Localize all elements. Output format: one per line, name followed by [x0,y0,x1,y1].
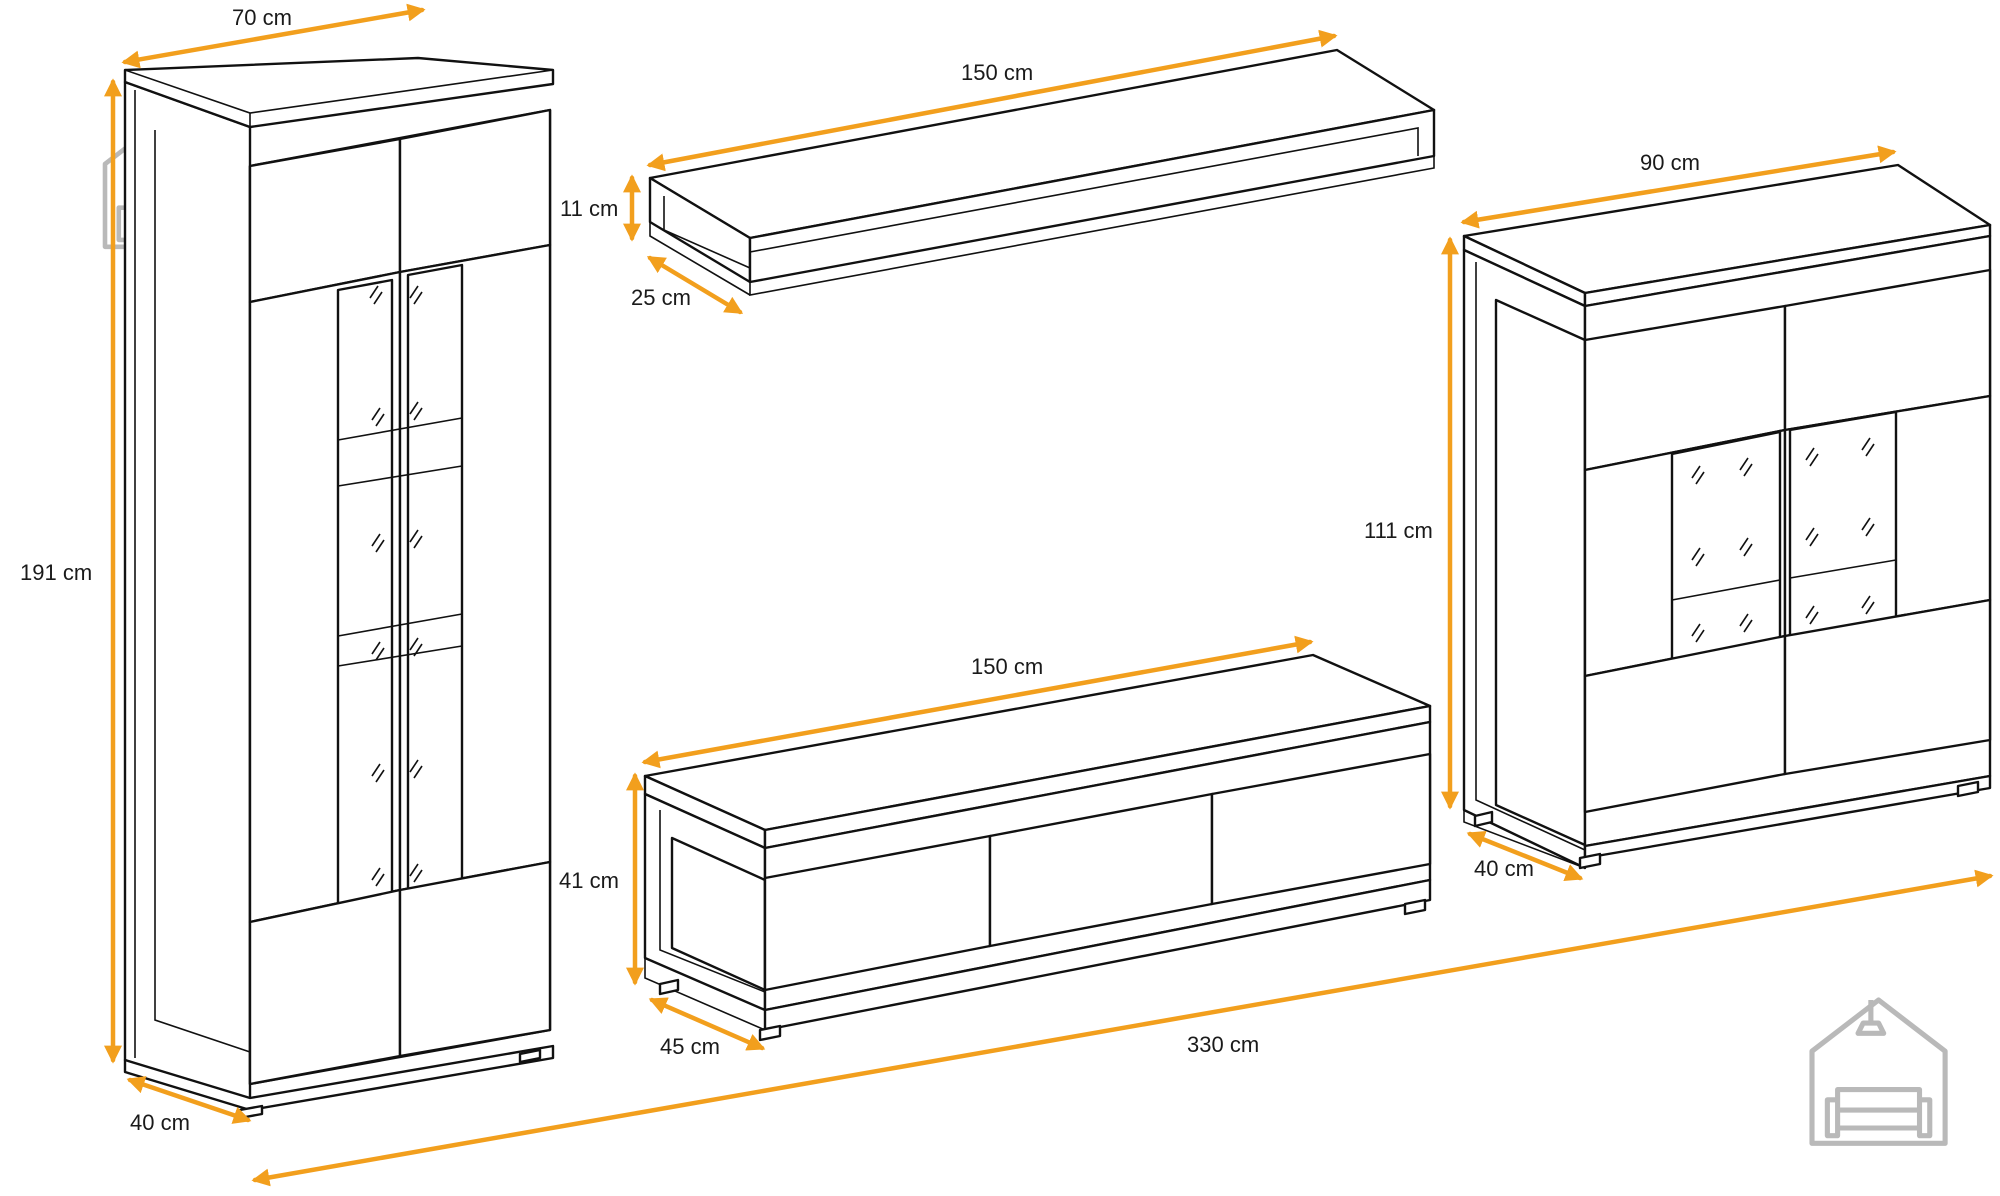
dimension-labels: 70 cm 191 cm 40 cm 150 cm 11 cm 25 cm 90… [20,5,1700,1135]
house-sofa-logo-icon [1809,997,1948,1146]
label-shelf-width: 150 cm [961,60,1033,85]
arrow-total-width [251,869,1994,1187]
label-tv-width: 150 cm [971,654,1043,679]
tall-cabinet-drawing [123,56,555,1120]
label-tall-height: 191 cm [20,560,92,585]
tv-cabinet-drawing [643,653,1432,1042]
label-shelf-height: 11 cm [560,196,618,221]
arrow-shelf-width [646,29,1338,172]
dimension-arrows [104,3,1994,1187]
medium-cabinet-drawing [1462,163,1992,870]
label-cab-width: 90 cm [1640,150,1700,175]
label-shelf-depth: 25 cm [631,285,691,310]
arrow-tall-width [121,3,426,69]
arrow-shelf-depth [646,255,744,315]
label-tall-width: 70 cm [232,5,292,30]
arrow-tv-width [641,635,1314,769]
label-tall-depth: 40 cm [130,1110,190,1135]
label-cab-depth: 40 cm [1474,856,1534,881]
arrow-cab-width [1460,145,1897,229]
wall-shelf-drawing [648,48,1436,296]
label-cab-height: 111 cm [1364,518,1433,543]
label-tv-height: 41 cm [559,868,619,893]
label-total-width: 330 cm [1187,1032,1259,1057]
arrow-tall-depth [126,1076,252,1124]
label-tv-depth: 45 cm [660,1034,720,1059]
